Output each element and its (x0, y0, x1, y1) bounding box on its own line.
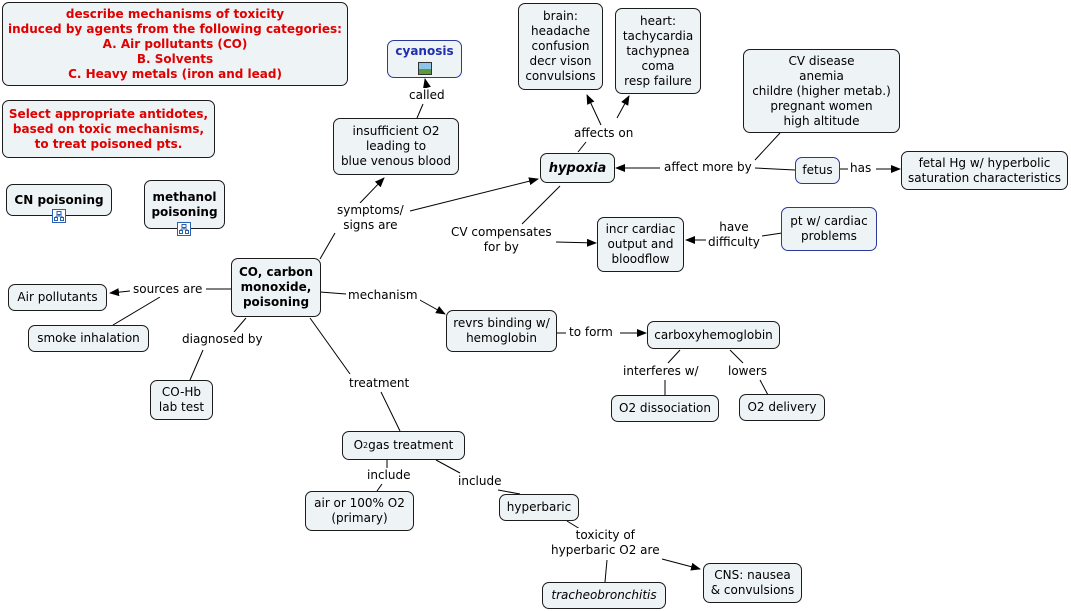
o2-suffix: gas treatment (368, 438, 454, 452)
link-toxicity-of: toxicity of hyperbaric O2 are (549, 528, 662, 558)
brain-node[interactable]: brain: headache confusion decr vison con… (518, 3, 603, 90)
air-100-o2-node[interactable]: air or 100% O2 (primary) (305, 491, 414, 531)
smoke-inhalation-node[interactable]: smoke inhalation (28, 325, 149, 352)
revrs-binding-node[interactable]: revrs binding w/ hemoglobin (446, 310, 557, 352)
link-symptoms-signs: symptoms/ signs are (335, 203, 406, 233)
link-cv-compensates: CV compensates for by (449, 225, 554, 255)
fetus-node[interactable]: fetus (795, 157, 840, 184)
link-include-2: include (456, 474, 504, 489)
link-treatment: treatment (347, 376, 412, 391)
link-interferes-w: interferes w/ (621, 364, 701, 379)
o2-prefix: O (353, 438, 364, 452)
link-mechanism: mechanism (346, 288, 420, 303)
tracheobronchitis-node[interactable]: tracheobronchitis (542, 582, 666, 609)
fetal-hg-node[interactable]: fetal Hg w/ hyperbolic saturation charac… (901, 151, 1068, 190)
o2-delivery-node[interactable]: O2 delivery (739, 394, 825, 421)
link-diagnosed-by: diagnosed by (180, 332, 265, 347)
antidotes-note: Select appropriate antidotes, based on t… (2, 100, 215, 158)
image-icon[interactable] (417, 62, 432, 75)
cyanosis-label: cyanosis (395, 44, 454, 58)
link-sources-are: sources are (131, 282, 205, 297)
coh-lab-test-node[interactable]: CO-Hb lab test (150, 380, 213, 420)
incr-cardiac-output-node[interactable]: incr cardiac output and bloodflow (597, 217, 684, 272)
link-has: has (848, 161, 874, 176)
o2-dissociation-node[interactable]: O2 dissociation (611, 395, 719, 422)
heart-node[interactable]: heart: tachycardia tachypnea coma resp f… (615, 8, 701, 94)
concept-map-icon[interactable] (52, 209, 66, 223)
link-to-form: to form (567, 325, 615, 340)
link-lowers: lowers (726, 364, 770, 379)
link-include-1: include (365, 468, 413, 483)
link-called: called (407, 88, 447, 103)
co-poisoning-node[interactable]: CO, carbon monoxide, poisoning (231, 258, 321, 317)
cyanosis-node[interactable]: cyanosis (387, 40, 462, 78)
cv-disease-node[interactable]: CV disease anemia childre (higher metab.… (743, 49, 900, 133)
link-affect-more-by: affect more by (662, 160, 754, 175)
objectives-note: describe mechanisms of toxicity induced … (2, 2, 348, 86)
hypoxia-node[interactable]: hypoxia (540, 153, 615, 183)
pt-cardiac-problems-node[interactable]: pt w/ cardiac problems (781, 207, 877, 251)
cns-node[interactable]: CNS: nausea & convulsions (703, 563, 802, 603)
o2-subscript: 2 (363, 441, 369, 450)
link-have-difficulty: have difficulty (706, 220, 762, 250)
air-pollutants-node[interactable]: Air pollutants (8, 284, 107, 311)
insufficient-o2-node[interactable]: insufficient O2 leading to blue venous b… (333, 118, 459, 175)
concept-map-icon[interactable] (177, 222, 191, 236)
hyperbaric-node[interactable]: hyperbaric (499, 494, 579, 521)
link-affects-on: affects on (572, 126, 636, 141)
carboxyhemoglobin-node[interactable]: carboxyhemoglobin (647, 321, 780, 349)
